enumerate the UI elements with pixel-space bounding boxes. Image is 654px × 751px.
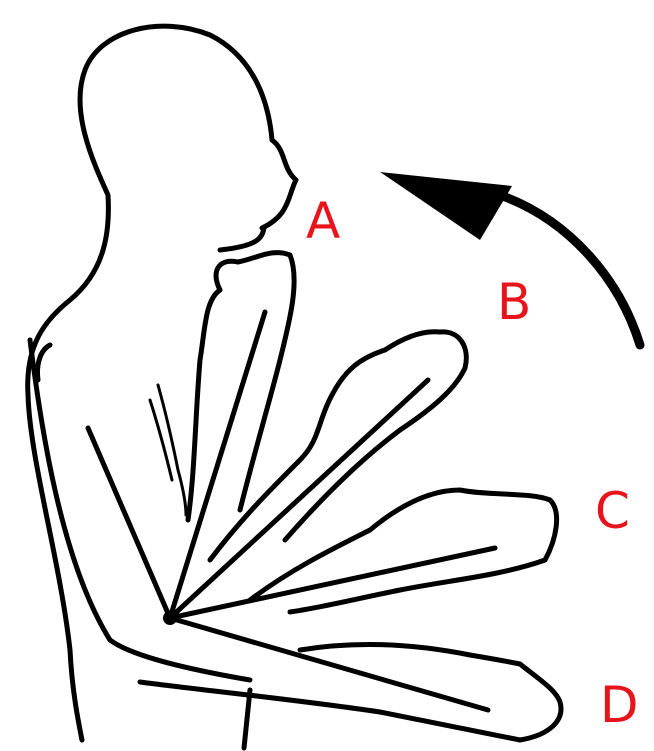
chin-line <box>220 228 264 250</box>
label-c: C <box>595 486 630 536</box>
shoulder-detail <box>38 345 51 380</box>
body-outline <box>28 26 296 740</box>
arrow-head <box>380 172 512 240</box>
label-a: A <box>306 196 340 246</box>
forearm-outline-d <box>140 645 561 740</box>
torso-front <box>244 690 250 748</box>
upper-arm-line <box>88 428 170 618</box>
label-d: D <box>600 680 639 730</box>
torso-sketch-mark-2 <box>150 400 172 480</box>
elbow-pivot <box>163 611 177 625</box>
torso-sketch-mark <box>158 385 186 515</box>
label-b: B <box>497 277 531 327</box>
forearm-outline-c <box>250 490 557 612</box>
forearm-line-d <box>170 618 488 710</box>
